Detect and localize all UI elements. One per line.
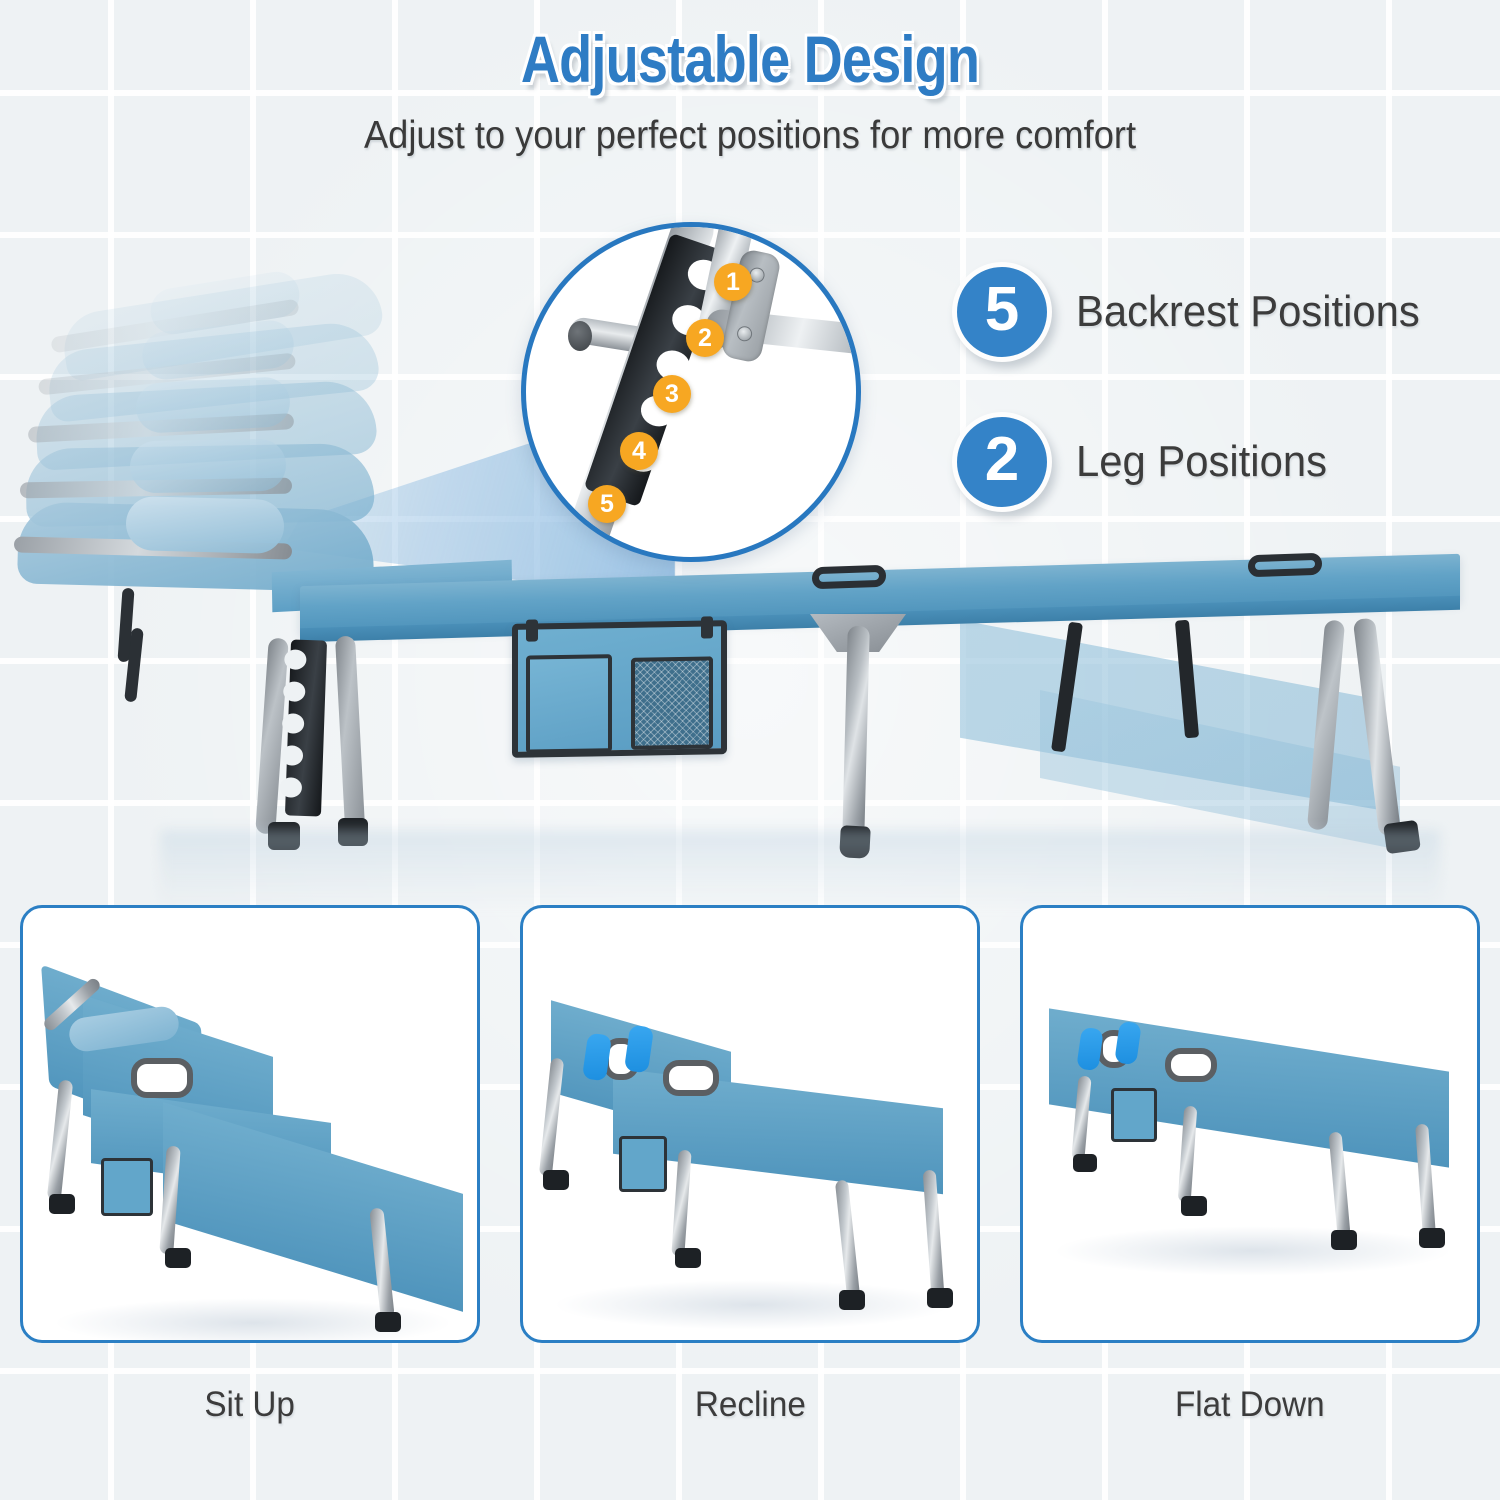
handle-cutout bbox=[131, 1058, 193, 1098]
position-marker-4: 4 bbox=[620, 432, 658, 470]
card-image-recline bbox=[520, 905, 980, 1343]
left-front-leg bbox=[255, 637, 289, 835]
front-leg bbox=[46, 1079, 74, 1201]
position-cards: Sit Up Recline bbox=[0, 905, 1500, 1425]
position-marker-2: 2 bbox=[686, 319, 724, 357]
badge-label-leg: Leg Positions bbox=[1076, 437, 1327, 486]
card-flat-down: Flat Down bbox=[1000, 905, 1500, 1425]
card-sit-up: Sit Up bbox=[0, 905, 500, 1425]
foot-cap bbox=[1181, 1196, 1207, 1216]
front-leg bbox=[538, 1057, 565, 1177]
notch-slot bbox=[284, 649, 307, 670]
side-storage-pocket bbox=[619, 1136, 667, 1192]
foot-cap bbox=[49, 1194, 75, 1214]
foot-cap bbox=[1419, 1228, 1445, 1248]
notch-slot bbox=[279, 777, 303, 798]
ghost-pillow-2 bbox=[129, 438, 287, 494]
card-caption-recline: Recline bbox=[694, 1385, 806, 1424]
card-caption-sit-up: Sit Up bbox=[204, 1385, 296, 1424]
card-image-flat-down bbox=[1020, 905, 1480, 1343]
position-marker-5: 5 bbox=[588, 485, 626, 523]
hero-product-image bbox=[0, 267, 1500, 910]
foot-cap bbox=[675, 1248, 701, 1268]
foot-cap bbox=[839, 1290, 865, 1310]
feature-backrest-positions: 5 Backrest Positions bbox=[952, 262, 1438, 362]
center-support-leg bbox=[842, 625, 870, 841]
notch-slot bbox=[280, 745, 304, 766]
foot-cap bbox=[543, 1170, 569, 1190]
page-subtitle: Adjust to your perfect positions for mor… bbox=[363, 114, 1137, 157]
card-recline: Recline bbox=[500, 905, 1000, 1425]
header: Adjustable Design Adjust to your perfect… bbox=[0, 26, 1500, 158]
pocket-tab bbox=[526, 619, 538, 642]
pocket-mesh-compartment bbox=[631, 656, 713, 750]
deck-handle-cutout bbox=[812, 564, 886, 590]
magnifier-detail-circle: 1 2 3 4 5 bbox=[521, 222, 861, 562]
page-title: Adjustable Design bbox=[520, 22, 980, 96]
pocket-tab bbox=[701, 616, 713, 639]
ghost-pillow-1 bbox=[125, 495, 285, 555]
side-storage-pocket bbox=[101, 1158, 153, 1216]
card-image-sit-up bbox=[20, 905, 480, 1343]
badge-count-leg: 2 bbox=[952, 412, 1052, 512]
left-back-leg bbox=[334, 635, 366, 829]
notch-slot bbox=[282, 681, 306, 702]
foot-cap bbox=[165, 1248, 191, 1268]
pocket-compartment bbox=[526, 654, 612, 754]
foot-cap bbox=[1331, 1230, 1357, 1250]
floor-shadow bbox=[1053, 1226, 1453, 1276]
notch-slot bbox=[281, 713, 305, 734]
foot-cap bbox=[268, 822, 300, 850]
tube-end-cap bbox=[568, 321, 592, 351]
feature-leg-positions: 2 Leg Positions bbox=[952, 412, 1340, 512]
ghost-pillow-3 bbox=[134, 376, 292, 434]
side-storage-pocket bbox=[1111, 1088, 1157, 1142]
mid-leg bbox=[671, 1149, 692, 1257]
handle-cutout bbox=[1165, 1048, 1217, 1082]
screw-icon bbox=[735, 324, 754, 343]
floor-shadow bbox=[553, 1280, 953, 1330]
foot-cap bbox=[927, 1288, 953, 1308]
card-caption-flat-down: Flat Down bbox=[1175, 1385, 1325, 1424]
backrest-notch-bracket bbox=[279, 639, 328, 817]
position-marker-1: 1 bbox=[714, 263, 752, 301]
position-marker-3: 3 bbox=[653, 375, 691, 413]
foot-cap bbox=[1073, 1154, 1097, 1172]
handle-cutout bbox=[663, 1060, 719, 1096]
foot-cap bbox=[338, 818, 368, 846]
badge-count-backrest: 5 bbox=[952, 262, 1052, 362]
deck-handle-cutout bbox=[1248, 552, 1322, 578]
badge-label-backrest: Backrest Positions bbox=[1076, 287, 1420, 336]
floor-reflection bbox=[160, 830, 1440, 910]
foot-cap bbox=[375, 1312, 401, 1332]
side-storage-pocket bbox=[512, 616, 727, 758]
